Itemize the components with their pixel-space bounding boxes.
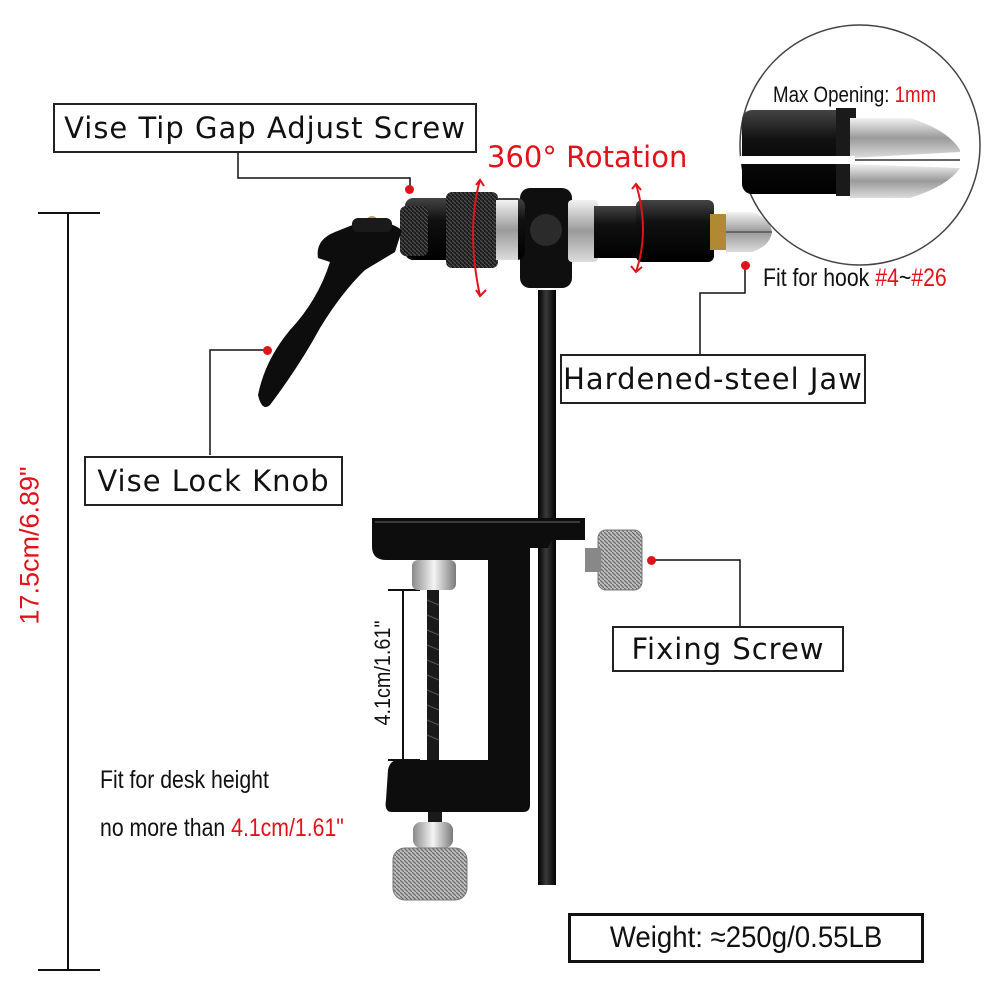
label-lock-knob-text: Vise Lock Knob <box>97 464 330 498</box>
jaw-closeup-illustration <box>739 24 981 266</box>
label-rotation: 360° Rotation <box>487 140 688 174</box>
max-opening-value: 1mm <box>894 82 937 107</box>
label-tip-gap-screw-text: Vise Tip Gap Adjust Screw <box>64 111 466 145</box>
label-lock-knob: Vise Lock Knob <box>84 456 343 506</box>
clamp-nut <box>413 822 453 848</box>
desk-height-prefix: no more than <box>100 814 226 842</box>
label-fit-hook: Fit for hook #4~#26 <box>763 264 947 293</box>
fit-hook-range-a: #4 <box>875 264 899 292</box>
clamp-thumb-knob <box>392 847 468 901</box>
label-fixing-screw-text: Fixing Screw <box>631 632 825 666</box>
label-weight: Weight: ≈250g/0.55LB <box>568 913 924 963</box>
label-jaw: Hardened-steel Jaw <box>560 354 866 404</box>
clamp-screw-thread <box>427 575 439 760</box>
fit-hook-prefix: Fit for hook <box>763 264 870 292</box>
fit-hook-range-b: #26 <box>911 264 947 292</box>
label-clamp-dimension: 4.1cm/1.61" <box>370 620 395 726</box>
callout-dot-lock-knob <box>263 346 272 355</box>
label-weight-text: Weight: ≈250g/0.55LB <box>609 921 883 954</box>
desk-height-line2: no more than 4.1cm/1.61" <box>100 814 344 843</box>
callout-leaders <box>209 152 746 630</box>
label-jaw-text: Hardened-steel Jaw <box>563 362 863 396</box>
rotation-arc-right <box>630 182 644 274</box>
label-height-dimension: 17.5cm/6.89" <box>14 466 45 625</box>
c-clamp-body <box>372 518 585 812</box>
callout-dot-fixing <box>647 556 656 565</box>
tip-gap-knurled-ring <box>446 192 498 268</box>
vise-stem <box>538 290 556 885</box>
callout-dot-hook <box>741 261 750 270</box>
label-fixing-screw: Fixing Screw <box>612 626 844 672</box>
rotation-arc-left <box>472 178 487 298</box>
desk-height-value: 4.1cm/1.61" <box>231 814 344 842</box>
callout-dot-tip-gap <box>405 185 414 194</box>
jaw-barrel <box>636 200 714 262</box>
max-opening-label: Max Opening: <box>773 82 890 107</box>
desk-height-line1: Fit for desk height <box>100 766 269 794</box>
fit-hook-tilde: ~ <box>898 264 912 292</box>
height-dimension-line <box>38 212 100 971</box>
fixing-screw-knob <box>597 529 643 591</box>
clamp-pad <box>412 560 456 590</box>
label-tip-gap-screw: Vise Tip Gap Adjust Screw <box>53 103 477 153</box>
vise-lock-lever <box>258 221 402 408</box>
label-max-opening: Max Opening: 1mm <box>773 82 936 108</box>
